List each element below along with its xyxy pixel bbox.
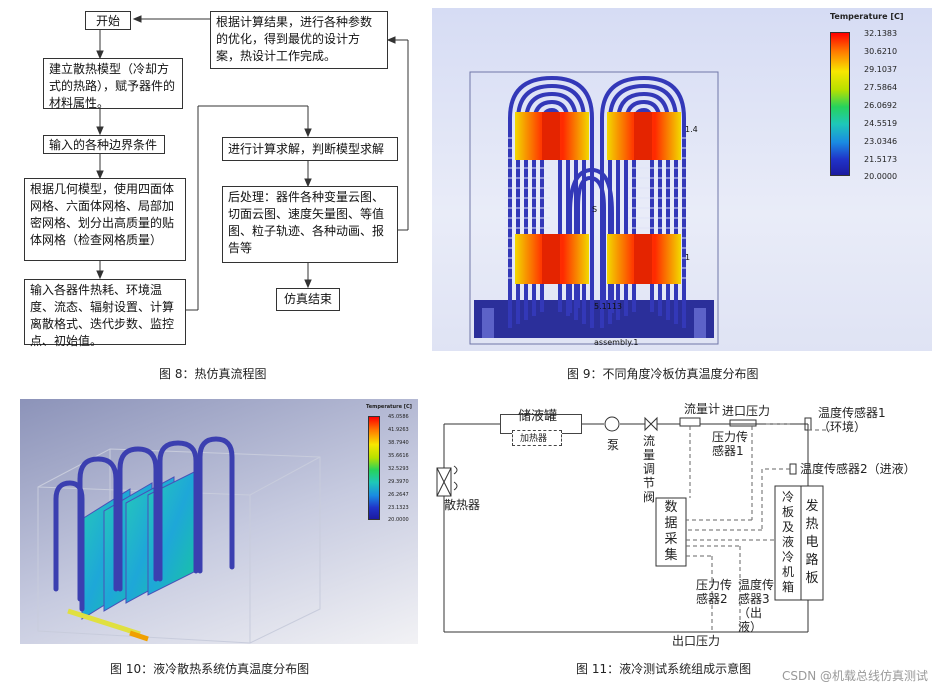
label-5-1113: 5.1113 <box>594 302 622 311</box>
fig10-legend-value: 26.2647 <box>388 492 409 498</box>
fig9-legend-value: 32.1383 <box>864 29 897 38</box>
fig9-legend-value: 23.0346 <box>864 137 897 146</box>
flow-step-solve: 进行计算求解，判断模型求解 <box>222 137 398 161</box>
flow-valve-label: 流量调节阀 <box>643 434 657 504</box>
fig9-legend-value: 27.5864 <box>864 83 897 92</box>
outlet-pressure-label: 出口压力 <box>672 634 720 648</box>
fig9-legend-value: 29.1037 <box>864 65 897 74</box>
label-s: S <box>592 205 597 214</box>
cold-plate-label: 冷板及液冷机箱 <box>779 490 797 595</box>
fig10-legend-value: 32.5293 <box>388 466 409 472</box>
fig10-legend-value: 20.0000 <box>388 517 409 523</box>
caption-fig8: 图 8：热仿真流程图 <box>159 365 266 382</box>
flow-step-postprocess: 后处理：器件各种变量云图、切面云图、速度矢量图、等值图、粒子轨迹、各种动画、报告… <box>222 186 398 263</box>
fig9-legend-value: 30.6210 <box>864 47 897 56</box>
fig9-legend-colorbar <box>830 32 850 176</box>
fig9-legend-value: 21.5173 <box>864 155 897 164</box>
label-1: 1 <box>685 253 690 262</box>
reservoir-label: 储液罐 <box>518 410 557 424</box>
radiator-label: 散热器 <box>444 498 480 512</box>
heater-label: 加热器 <box>520 432 547 446</box>
fig10-legend-colorbar <box>368 416 380 520</box>
cold-plate-thermal-image: 1.4 1 S 5.1113 assembly.1 Temperature [C… <box>432 8 932 351</box>
flowmeter-label: 流量计 <box>684 402 720 416</box>
fig10-legend-value: 45.0586 <box>388 414 409 420</box>
fig10-legend-title: Temperature [C] <box>366 404 412 410</box>
fig9-legend-title: Temperature [C] <box>830 12 904 21</box>
fig9-legend-value: 20.0000 <box>864 172 897 181</box>
heating-board-label: 发热电路板 <box>803 498 821 588</box>
flow-start: 开始 <box>85 11 131 30</box>
caption-fig10: 图 10：液冷散热系统仿真温度分布图 <box>110 660 309 677</box>
fig9-legend-value: 24.5519 <box>864 119 897 128</box>
temp-sensor3-label: 温度传感器3（出液） <box>738 578 776 634</box>
label-1-4: 1.4 <box>685 125 698 134</box>
flow-step-feedback: 根据计算结果，进行各种参数的优化，得到最优的设计方案，热设计工作完成。 <box>210 11 388 69</box>
pump-label: 泵 <box>607 438 619 452</box>
temp-sensor2-label: 温度传感器2（进液） <box>800 462 916 476</box>
caption-fig11: 图 11：液冷测试系统组成示意图 <box>576 660 751 677</box>
caption-fig9: 图 9：不同角度冷板仿真温度分布图 <box>567 365 758 382</box>
fig10-legend-value: 29.3970 <box>388 479 409 485</box>
liquid-cooling-thermal-image: Temperature [C] 45.0586 41.9263 38.7940 … <box>20 399 418 644</box>
fig10-legend-value: 35.6616 <box>388 453 409 459</box>
flow-step-mesh: 根据几何模型，使用四面体网格、六面体网格、局部加密网格、划分出高质量的贴体网格（… <box>24 178 186 261</box>
flow-step-build-model: 建立散热模型（冷却方式的热路），赋予器件的材料属性。 <box>43 58 183 109</box>
pressure-sensor2-label: 压力传感器2 <box>696 578 732 606</box>
pressure-sensor1-label: 压力传感器1 <box>712 430 752 458</box>
fig10-legend-value: 41.9263 <box>388 427 409 433</box>
csdn-watermark: CSDN @机载总线仿真测试 <box>782 667 928 684</box>
inlet-pressure-label: 进口压力 <box>722 404 770 418</box>
flow-step-boundary: 输入的各种边界条件 <box>43 135 165 154</box>
fig10-legend-value: 38.7940 <box>388 440 409 446</box>
cold-plate-render <box>432 8 932 351</box>
label-assembly: assembly.1 <box>594 338 638 347</box>
liquid-cooling-render <box>20 399 418 644</box>
fig10-legend-value: 23.1323 <box>388 505 409 511</box>
flow-step-end: 仿真结束 <box>276 288 340 311</box>
data-acq-label: 数据采集 <box>662 500 680 564</box>
flow-step-inputs: 输入各器件热耗、环境温度、流态、辐射设置、计算离散格式、迭代步数、监控点、初始值… <box>24 279 186 345</box>
temp-sensor1-label: 温度传感器1（环境） <box>818 406 890 434</box>
fig9-legend-value: 26.0692 <box>864 101 897 110</box>
